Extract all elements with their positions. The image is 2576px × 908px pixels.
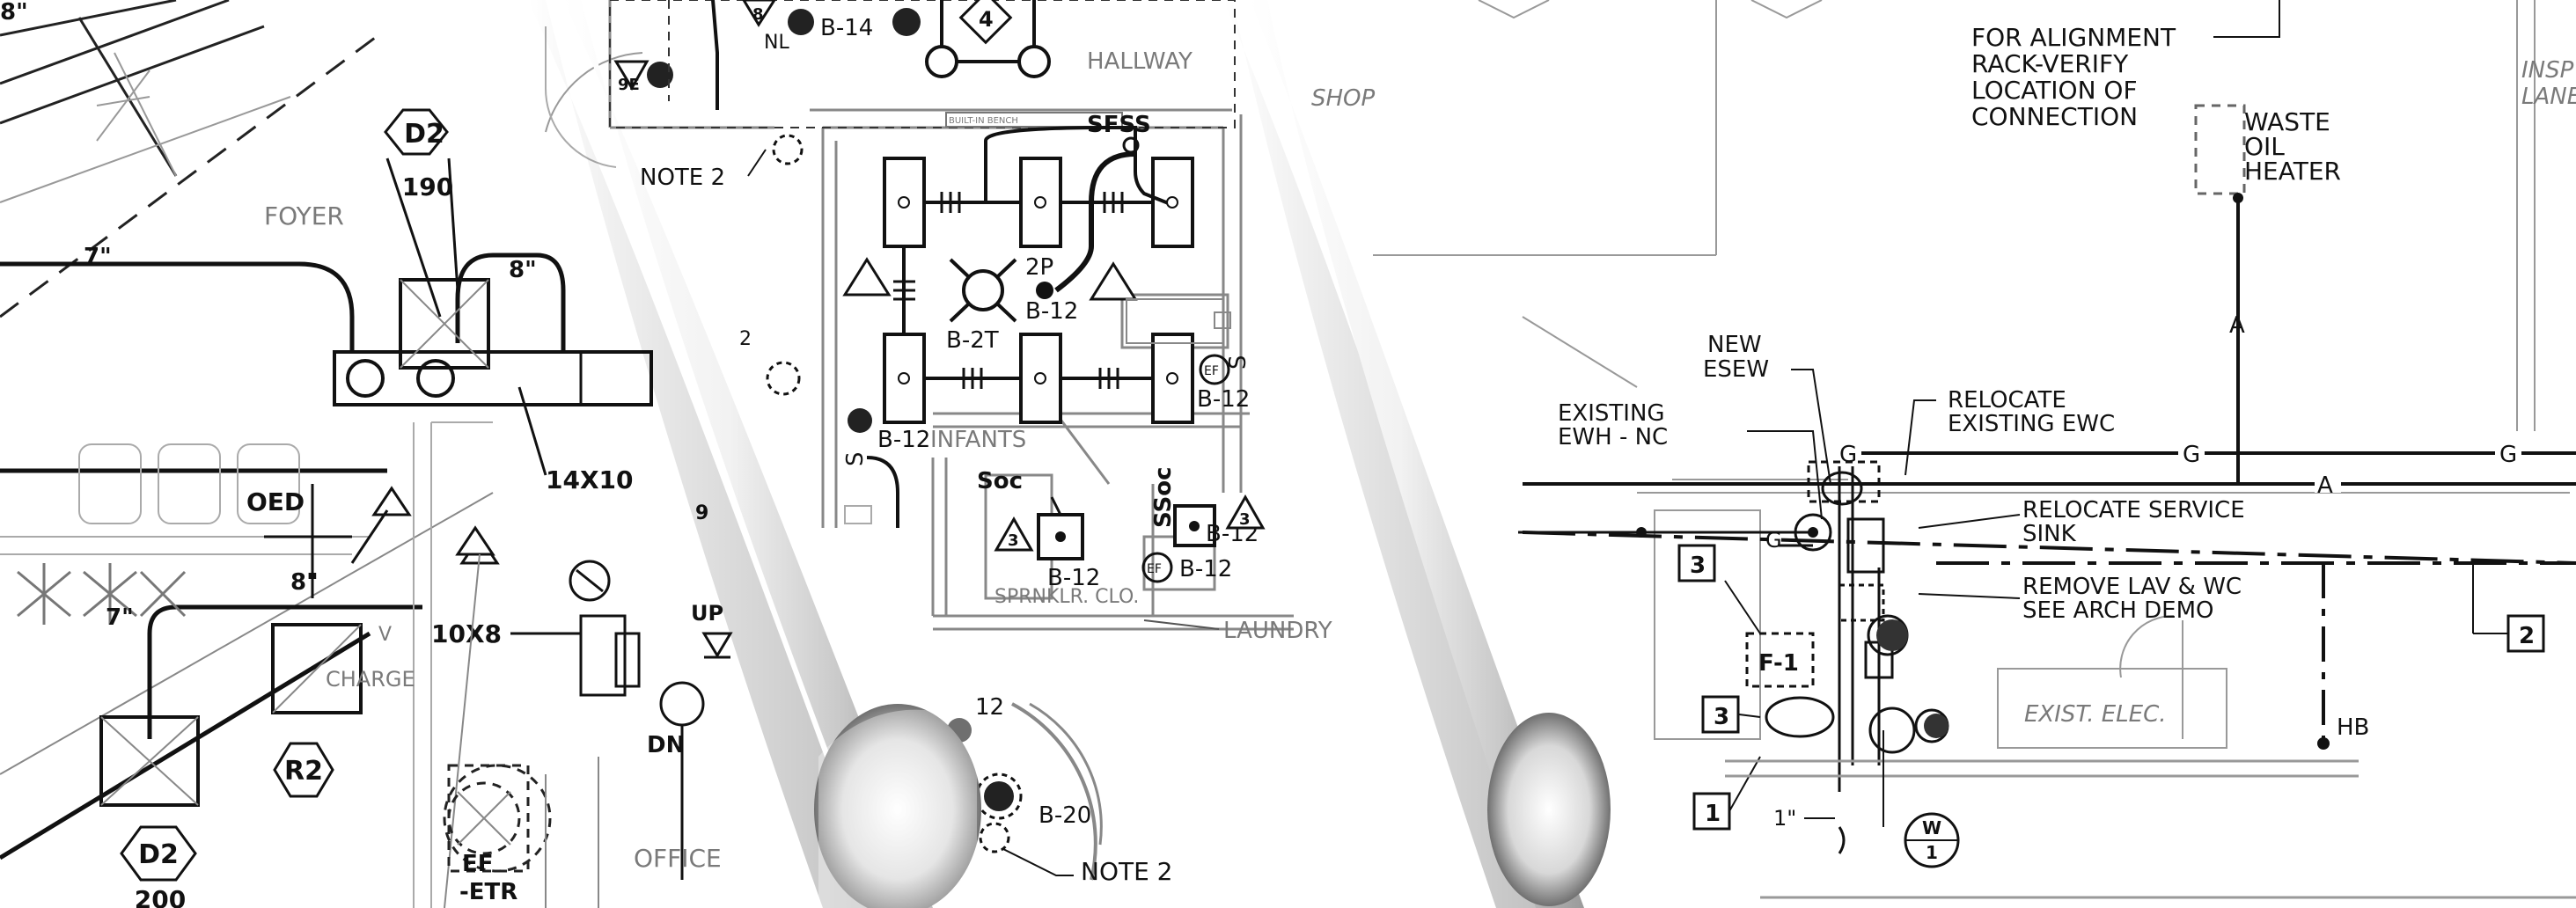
label-9e: 9E	[618, 76, 640, 94]
label-existing-ewh-2: EWH - NC	[1558, 424, 1668, 450]
label-insp-1: INSP	[2521, 57, 2574, 84]
label-s-b: S	[842, 451, 869, 466]
panel-electrical-plan: BUILT-IN BENCH HALLWAY 8 NL B-14 4 NOTE …	[608, 0, 1332, 886]
label-b12-b: B-12	[1197, 386, 1250, 413]
label-ef-b: EF	[1147, 562, 1162, 576]
label-b12-a: B-12	[1025, 298, 1078, 325]
label-note2-bottom: NOTE 2	[1081, 857, 1173, 886]
label-2: 2	[739, 328, 752, 350]
label-one-inch: 1"	[1773, 806, 1796, 831]
label-ef: EF	[462, 851, 494, 877]
label-etr: -ETR	[459, 879, 517, 905]
tag-d2-top: D2	[404, 119, 444, 150]
label-oed: OED	[246, 487, 305, 516]
label-relocate-sink-2: SINK	[2022, 521, 2077, 547]
tag-r2: R2	[284, 756, 323, 787]
label-remove-lav-1: REMOVE LAV & WC	[2022, 574, 2242, 600]
label-exist-elec: EXIST. ELEC.	[2024, 701, 2167, 728]
label-waste-2: OIL	[2244, 132, 2285, 161]
label-v: V	[378, 624, 392, 646]
page-curl-right	[1223, 0, 1611, 908]
label-s-a: S	[1225, 355, 1251, 370]
label-alignment-2: RACK-VERIFY	[1971, 49, 2129, 78]
label-relocate-ewc-2: EXISTING EWC	[1948, 411, 2115, 437]
label-b20: B-20	[1038, 802, 1091, 829]
label-3a: 3	[1008, 531, 1019, 550]
label-soc: Soc	[977, 468, 1023, 494]
label-b2t: B-2T	[946, 327, 999, 354]
label-hallway: HALLWAY	[1087, 48, 1193, 75]
label-box-3a: 3	[1690, 553, 1706, 579]
label-ef-a: EF	[1204, 364, 1219, 378]
label-charge: CHARGE	[326, 667, 415, 692]
label-alignment-4: CONNECTION	[1971, 102, 2138, 131]
label-sprklr-clo: SPRNKLR. CLO.	[994, 586, 1139, 608]
label-g2: G	[2183, 442, 2200, 468]
dim-8-top: 8"	[0, 0, 28, 26]
label-nl: NL	[764, 32, 789, 54]
label-8: 8	[752, 5, 764, 24]
tag-d2-bottom: D2	[138, 839, 179, 870]
label-g1: G	[1839, 442, 1857, 468]
label-remove-lav-2: SEE ARCH DEMO	[2022, 597, 2214, 624]
label-b12-c: B-12	[877, 427, 930, 453]
label-builtin-bench: BUILT-IN BENCH	[949, 116, 1018, 126]
label-b12-f: B-12	[1179, 556, 1232, 582]
label-g4: G	[1765, 528, 1782, 553]
panel-plumbing-plan: SHOP FOR ALIGNMENT RACK-VERIFY LOCATION …	[1311, 0, 2576, 899]
label-4: 4	[979, 7, 994, 32]
label-12: 12	[975, 694, 1004, 721]
label-a2: A	[2317, 472, 2333, 499]
label-note2-top: NOTE 2	[640, 165, 725, 191]
label-14x10: 14X10	[546, 465, 634, 494]
label-office: OFFICE	[634, 844, 722, 873]
label-box-3b: 3	[1714, 704, 1729, 730]
label-3b: 3	[1239, 510, 1251, 529]
label-10x8: 10X8	[431, 619, 502, 648]
dim-8a: 8"	[509, 257, 537, 283]
tag-d2-top-cfm: 190	[402, 172, 453, 201]
label-new-esew-2: ESEW	[1703, 356, 1769, 383]
label-relocate-ewc-1: RELOCATE	[1948, 387, 2066, 414]
label-new-esew-1: NEW	[1707, 332, 1762, 358]
label-alignment-3: LOCATION OF	[1971, 76, 2138, 105]
label-box-2: 2	[2519, 623, 2535, 649]
label-a1: A	[2229, 312, 2245, 339]
label-sfss: SFSS	[1087, 112, 1151, 138]
label-existing-ewh-1: EXISTING	[1558, 400, 1665, 427]
label-w1-bottom: 1	[1926, 842, 1938, 863]
dim-8b: 8"	[290, 569, 319, 596]
dim-7a: 7"	[84, 244, 112, 270]
label-waste-3: HEATER	[2244, 157, 2341, 186]
label-hb: HB	[2337, 714, 2369, 741]
label-alignment-1: FOR ALIGNMENT	[1971, 23, 2176, 52]
label-insp-2: LANE	[2521, 84, 2576, 110]
label-ssoc: SSoc	[1150, 466, 1177, 528]
label-up: UP	[691, 601, 723, 626]
label-b14: B-14	[820, 15, 873, 41]
label-2p: 2P	[1025, 254, 1053, 281]
label-relocate-sink-1: RELOCATE SERVICE	[2022, 497, 2245, 524]
page-curl-left	[528, 0, 933, 908]
label-b12-d: B-12	[1047, 565, 1100, 591]
label-w1-top: W	[1922, 817, 1941, 838]
label-infants: INFANTS	[930, 427, 1026, 453]
label-shop: SHOP	[1311, 85, 1376, 112]
label-g3: G	[2499, 442, 2517, 468]
label-laundry: LAUNDRY	[1223, 618, 1332, 644]
label-box-1: 1	[1705, 801, 1721, 827]
panel-hvac-plan: 8" D2 190 FOYER 7" 8"	[0, 0, 733, 908]
dim-7b: 7"	[106, 604, 134, 631]
label-foyer: FOYER	[264, 201, 344, 231]
page-curl-bottom	[814, 704, 981, 908]
label-waste-1: WASTE	[2244, 107, 2330, 136]
label-f1: F-1	[1758, 650, 1799, 677]
label-dn: DN	[647, 732, 685, 758]
tag-d2-bottom-cfm: 200	[135, 885, 186, 908]
